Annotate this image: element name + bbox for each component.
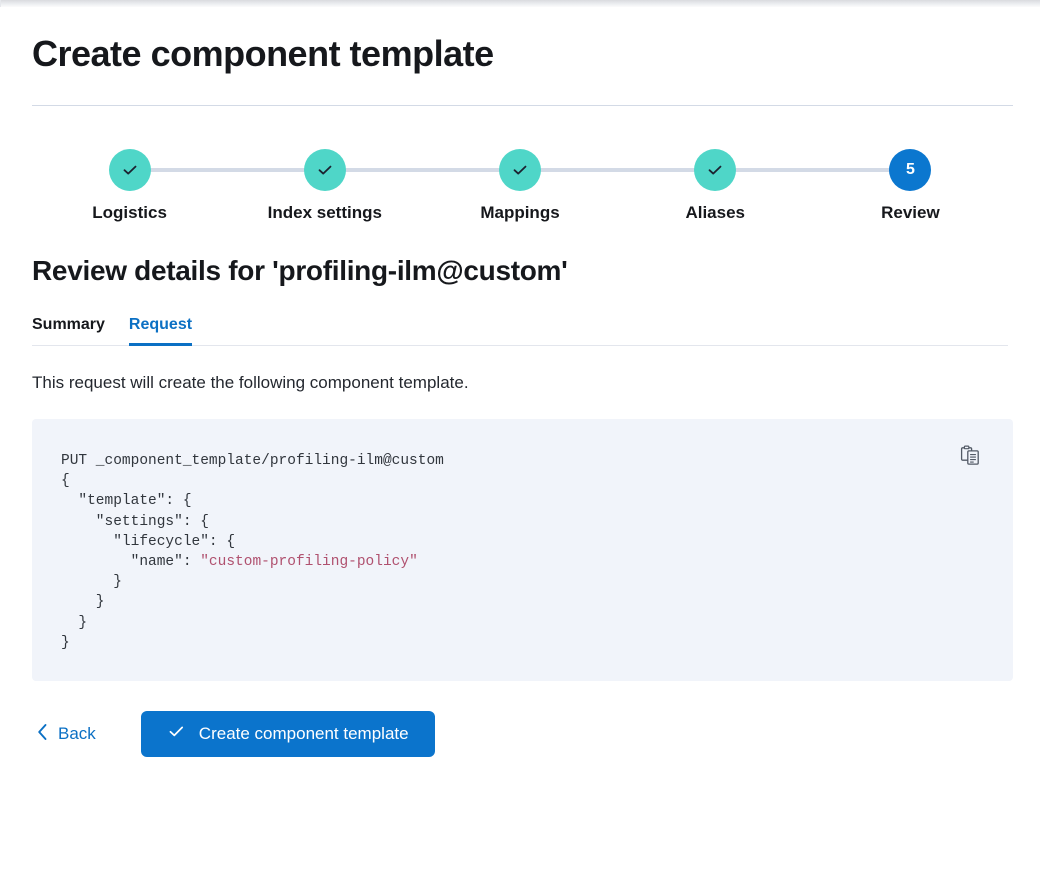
code-line-template: "template": { <box>61 493 192 510</box>
code-line-close-1: } <box>61 574 122 591</box>
request-description: This request will create the following c… <box>32 373 469 392</box>
wizard-stepper: Logistics Index settings <box>32 149 1008 231</box>
check-icon <box>167 722 186 746</box>
step-indicator-current: 5 <box>889 149 932 191</box>
page-title: Create component template <box>32 33 494 74</box>
step-connector <box>520 168 716 172</box>
request-code: PUT _component_template/profiling-ilm@cu… <box>32 419 1013 653</box>
code-line-name-key: "name": <box>61 554 201 571</box>
step-connector <box>715 168 911 172</box>
step-connector <box>129 168 325 172</box>
tab-summary[interactable]: Summary <box>32 316 105 345</box>
browser-chrome-strip <box>0 0 1040 7</box>
step-label: Review <box>881 203 940 222</box>
create-component-template-label: Create component template <box>198 724 409 743</box>
review-heading: Review details for 'profiling-ilm@custom… <box>32 255 568 286</box>
step-logistics[interactable]: Logistics <box>32 149 325 224</box>
step-index-settings[interactable]: Index settings <box>227 149 520 224</box>
step-mappings[interactable]: Mappings <box>422 149 716 224</box>
step-label: Mappings <box>480 203 560 222</box>
code-line-close-2: } <box>61 594 105 611</box>
code-line-open: { <box>61 473 70 490</box>
title-divider <box>32 105 1013 106</box>
step-review[interactable]: 5 Review <box>813 149 1008 224</box>
step-list: Logistics Index settings <box>32 149 1008 224</box>
back-button-label: Back <box>58 724 96 743</box>
copy-clipboard-icon[interactable] <box>956 441 984 469</box>
create-component-template-page: Create component template Logistics <box>0 7 1040 881</box>
step-indicator-complete <box>499 149 541 191</box>
back-button[interactable]: Back <box>32 717 100 752</box>
step-number: 5 <box>905 161 915 178</box>
step-connector <box>324 168 520 172</box>
step-indicator-complete <box>303 149 346 191</box>
request-code-panel: PUT _component_template/profiling-ilm@cu… <box>32 419 1013 681</box>
tab-request[interactable]: Request <box>128 316 193 346</box>
code-line-method: PUT _component_template/profiling-ilm@cu… <box>61 453 444 469</box>
step-label: Aliases <box>685 203 745 222</box>
check-icon <box>120 160 140 180</box>
code-line-close-3: } <box>61 614 88 631</box>
wizard-actions: Back Create component template <box>32 711 1008 757</box>
check-icon <box>315 160 335 180</box>
step-label: Index settings <box>267 203 382 222</box>
chevron-left-icon <box>36 723 49 746</box>
check-icon <box>705 160 725 180</box>
code-line-close-4: } <box>61 634 70 651</box>
check-icon <box>510 160 530 180</box>
step-label: Logistics <box>92 203 167 222</box>
code-line-lifecycle: "lifecycle": { <box>61 533 236 550</box>
step-indicator-complete <box>108 149 151 191</box>
step-aliases[interactable]: Aliases <box>618 149 911 224</box>
review-tabs: Summary Request <box>32 316 1008 346</box>
code-line-settings: "settings": { <box>61 513 209 530</box>
step-indicator-complete <box>694 149 737 191</box>
code-line-name-value: "custom-profiling-policy" <box>200 554 418 571</box>
create-component-template-button[interactable]: Create component template <box>140 711 435 757</box>
